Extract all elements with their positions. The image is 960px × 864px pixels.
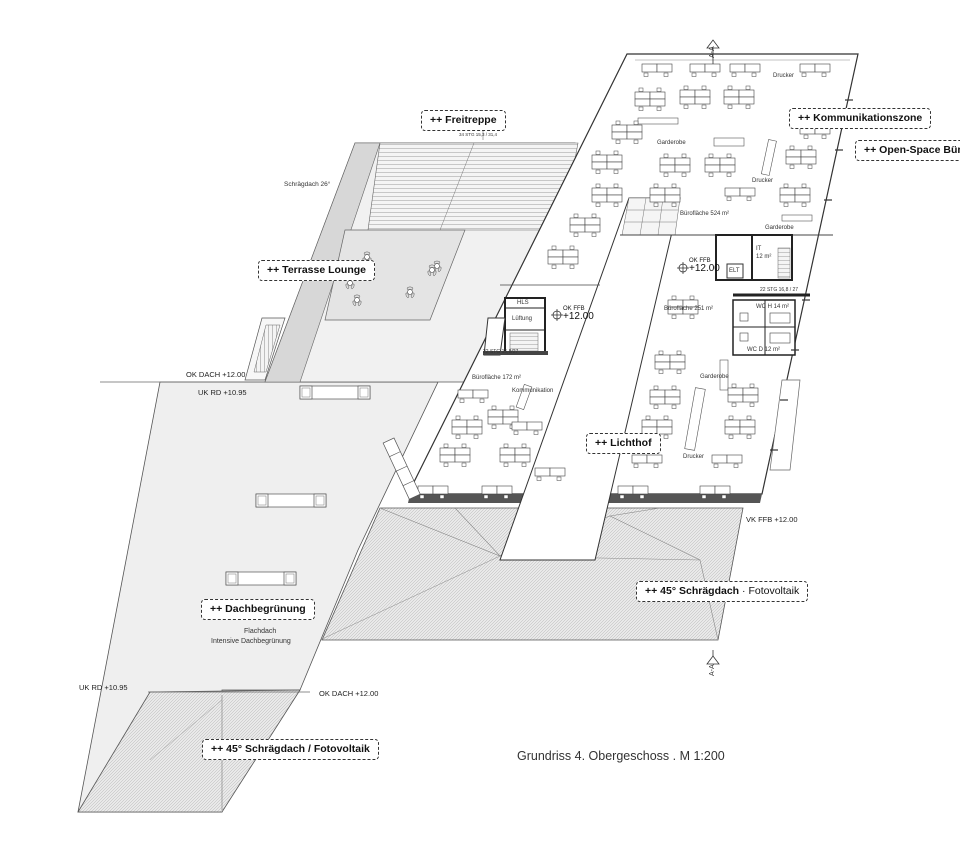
label-garderobe-3: Garderobe: [700, 374, 729, 380]
label-bueroflaeche-251: Bürofläche 251 m²: [664, 306, 714, 312]
level-vk-ffb: VK FFB +12.00: [746, 515, 798, 524]
level-ok-dach-1: OK DACH +12.00: [186, 370, 246, 379]
callout-dachbegruenung: ++ Dachbegrünung: [201, 599, 315, 620]
callout-freitreppe: ++ Freitreppe: [421, 110, 506, 131]
label-stair-top: 34 STG 15,3 / 31,4: [459, 132, 498, 137]
callout-schraegdach-fotovoltaik: ++ 45° Schrägdach · Fotovoltaik: [636, 581, 809, 602]
level-ok-ffb-left: OK FFB +12.00: [563, 306, 594, 322]
label-wc-d: WC D 12 m²: [747, 347, 780, 353]
callout-schraegdach-bottom: ++ 45° Schrägdach / Fotovoltaik: [202, 739, 379, 760]
callout-terrasse-lounge: ++ Terrasse Lounge: [258, 260, 376, 281]
callout-lichthof: ++ Lichthof: [586, 433, 661, 454]
section-mark-bottom: A-A: [709, 664, 716, 676]
label-stg-right: 22 STG 16,8 / 27: [760, 287, 799, 293]
callout-kommunikationszone: ++ Kommunikationszone: [789, 108, 932, 129]
label-garderobe-2: Garderobe: [765, 225, 794, 231]
label-bueroflaeche-524: Bürofläche 524 m²: [680, 211, 730, 217]
level-uk-rd-1: UK RD +10.95: [198, 388, 247, 397]
label-bueroflaeche-172: Bürofläche 172 m²: [472, 375, 522, 381]
label-drucker-1: Drucker: [773, 73, 795, 79]
label-stg-left: 22 STG 15,8/27: [483, 349, 519, 355]
plan-caption: Grundriss 4. Obergeschoss . M 1:200: [517, 749, 725, 763]
label-intensive-dachbegruenung: Intensive Dachbegrünung: [211, 638, 291, 645]
level-ok-dach-2: OK DACH +12.00: [319, 689, 379, 698]
level-uk-rd-2: UK RD +10.95: [79, 683, 128, 692]
label-it-area: 12 m²: [756, 254, 772, 260]
label-lueftung: Lüftung: [512, 316, 533, 322]
label-kommunikation: Kommunikation: [512, 388, 554, 394]
label-drucker-2: Drucker: [752, 178, 774, 184]
level-ok-ffb-right: OK FFB +12.00: [689, 258, 720, 274]
section-mark-top: A-A: [709, 46, 716, 58]
label-schraegdach-26: Schrägdach 26°: [284, 181, 331, 188]
label-elt: ELT: [729, 268, 740, 274]
label-drucker-3: Drucker: [683, 454, 705, 460]
label-flachdach: Flachdach: [244, 628, 277, 635]
label-it: IT: [756, 246, 762, 252]
label-wc-h: WC H 14 m²: [756, 304, 789, 310]
callout-open-space-buero: ++ Open-Space Büro: [855, 140, 960, 161]
label-hls: HLS: [517, 300, 529, 306]
label-garderobe-1: Garderobe: [657, 140, 686, 146]
